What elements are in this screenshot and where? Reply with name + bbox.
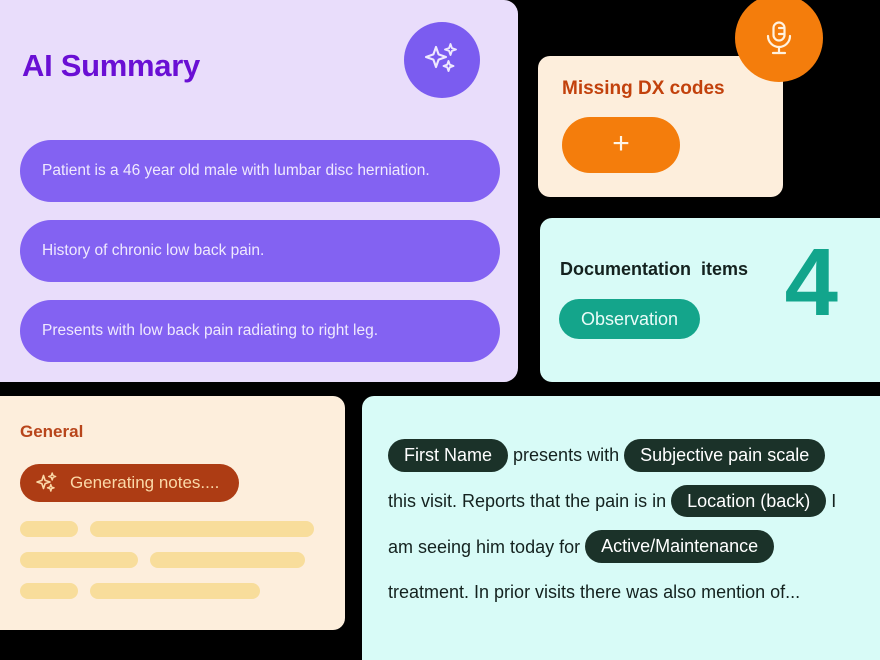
microphone-record-button[interactable] (735, 0, 823, 82)
missing-dx-title: Missing DX codes (562, 78, 725, 99)
summary-bullet-2[interactable]: History of chronic low back pain. (20, 220, 500, 282)
skeleton-bar (20, 521, 78, 537)
summary-bullet-text: Patient is a 46 year old male with lumba… (42, 162, 430, 179)
documentation-title: Documentation items (560, 259, 749, 279)
note-static-text: I am seeing him today for (388, 490, 837, 557)
documentation-count: 4 (784, 229, 838, 336)
plus-icon: + (612, 126, 630, 160)
note-composer-panel: First Name presents with Subjective pain… (362, 396, 880, 660)
skeleton-row (20, 521, 314, 537)
add-dx-code-button[interactable]: + (562, 117, 680, 173)
general-title: General (20, 422, 84, 441)
documentation-chip-observation[interactable]: Observation (559, 299, 701, 339)
sparkles-icon (36, 472, 57, 492)
skeleton-row (20, 583, 260, 599)
skeleton-bar (20, 552, 138, 568)
generating-notes-label: Generating notes.... (70, 473, 220, 492)
ai-sparkle-badge[interactable] (404, 22, 480, 98)
note-chip-pain-scale[interactable]: Subjective pain scale (624, 438, 826, 472)
summary-bullet-text: Presents with low back pain radiating to… (42, 322, 379, 339)
summary-bullet-1[interactable]: Patient is a 46 year old male with lumba… (20, 140, 500, 202)
documentation-items-card: Documentation items Observation 4 (540, 218, 880, 382)
note-static-text: treatment. In prior visits there was als… (388, 582, 801, 602)
microphone-icon (766, 21, 792, 55)
page-title: AI Summary (22, 48, 200, 83)
note-static-text: this visit. Reports that the pain is in (388, 490, 667, 511)
summary-bullet-text: History of chronic low back pain. (42, 242, 265, 259)
skeleton-bar (90, 521, 314, 537)
note-chip-first-name[interactable]: First Name (388, 438, 509, 472)
note-chip-location[interactable]: Location (back) (671, 484, 827, 518)
skeleton-row (20, 552, 305, 568)
documentation-chip-label: Observation (581, 308, 679, 329)
note-chip-treatment-type[interactable]: Active/Maintenance (585, 530, 775, 564)
skeleton-bar (90, 583, 260, 599)
generating-notes-status[interactable]: Generating notes.... (20, 464, 240, 502)
skeleton-bar (150, 552, 305, 568)
sparkles-icon (424, 43, 457, 72)
note-template-text: First Name presents with Subjective pain… (388, 432, 854, 615)
note-static-text: presents with (513, 444, 620, 465)
skeleton-bar (20, 583, 78, 599)
missing-dx-card: Missing DX codes + (538, 56, 783, 197)
summary-bullet-3[interactable]: Presents with low back pain radiating to… (20, 300, 500, 362)
ai-summary-panel: AI Summary Patient is a 46 year old male… (0, 0, 518, 382)
